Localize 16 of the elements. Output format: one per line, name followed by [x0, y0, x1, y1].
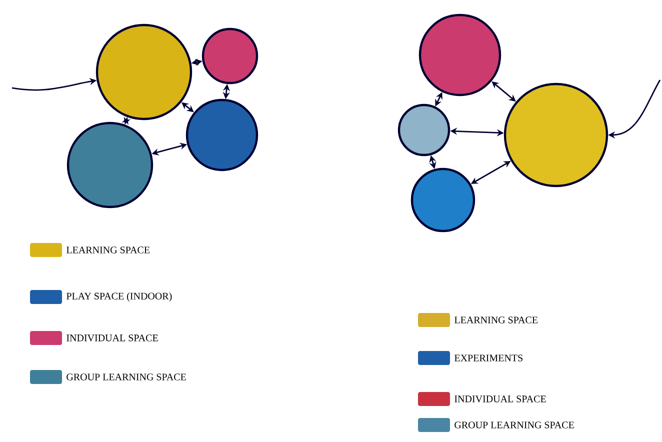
legend-label: LEARNING SPACE [454, 316, 538, 324]
legend-label: LEARNING SPACE [66, 246, 150, 254]
legend-label: INDIVIDUAL SPACE [66, 334, 158, 342]
legend-label: PLAY SPACE (INDOOR) [66, 292, 172, 302]
circle [96, 24, 192, 120]
circle [504, 82, 608, 188]
circle [202, 28, 258, 84]
circle [410, 168, 476, 232]
legend-label: GROUP LEARNING SPACE [66, 374, 186, 380]
legend-label: INDIVIDUAL SPACE [454, 396, 546, 402]
circle [418, 14, 502, 96]
circle [398, 104, 450, 156]
legend-label: EXPERIMENTS [454, 354, 522, 362]
legend-label: GROUP LEARNING SPACE [454, 422, 574, 428]
circle [186, 98, 258, 172]
circle [66, 122, 154, 208]
